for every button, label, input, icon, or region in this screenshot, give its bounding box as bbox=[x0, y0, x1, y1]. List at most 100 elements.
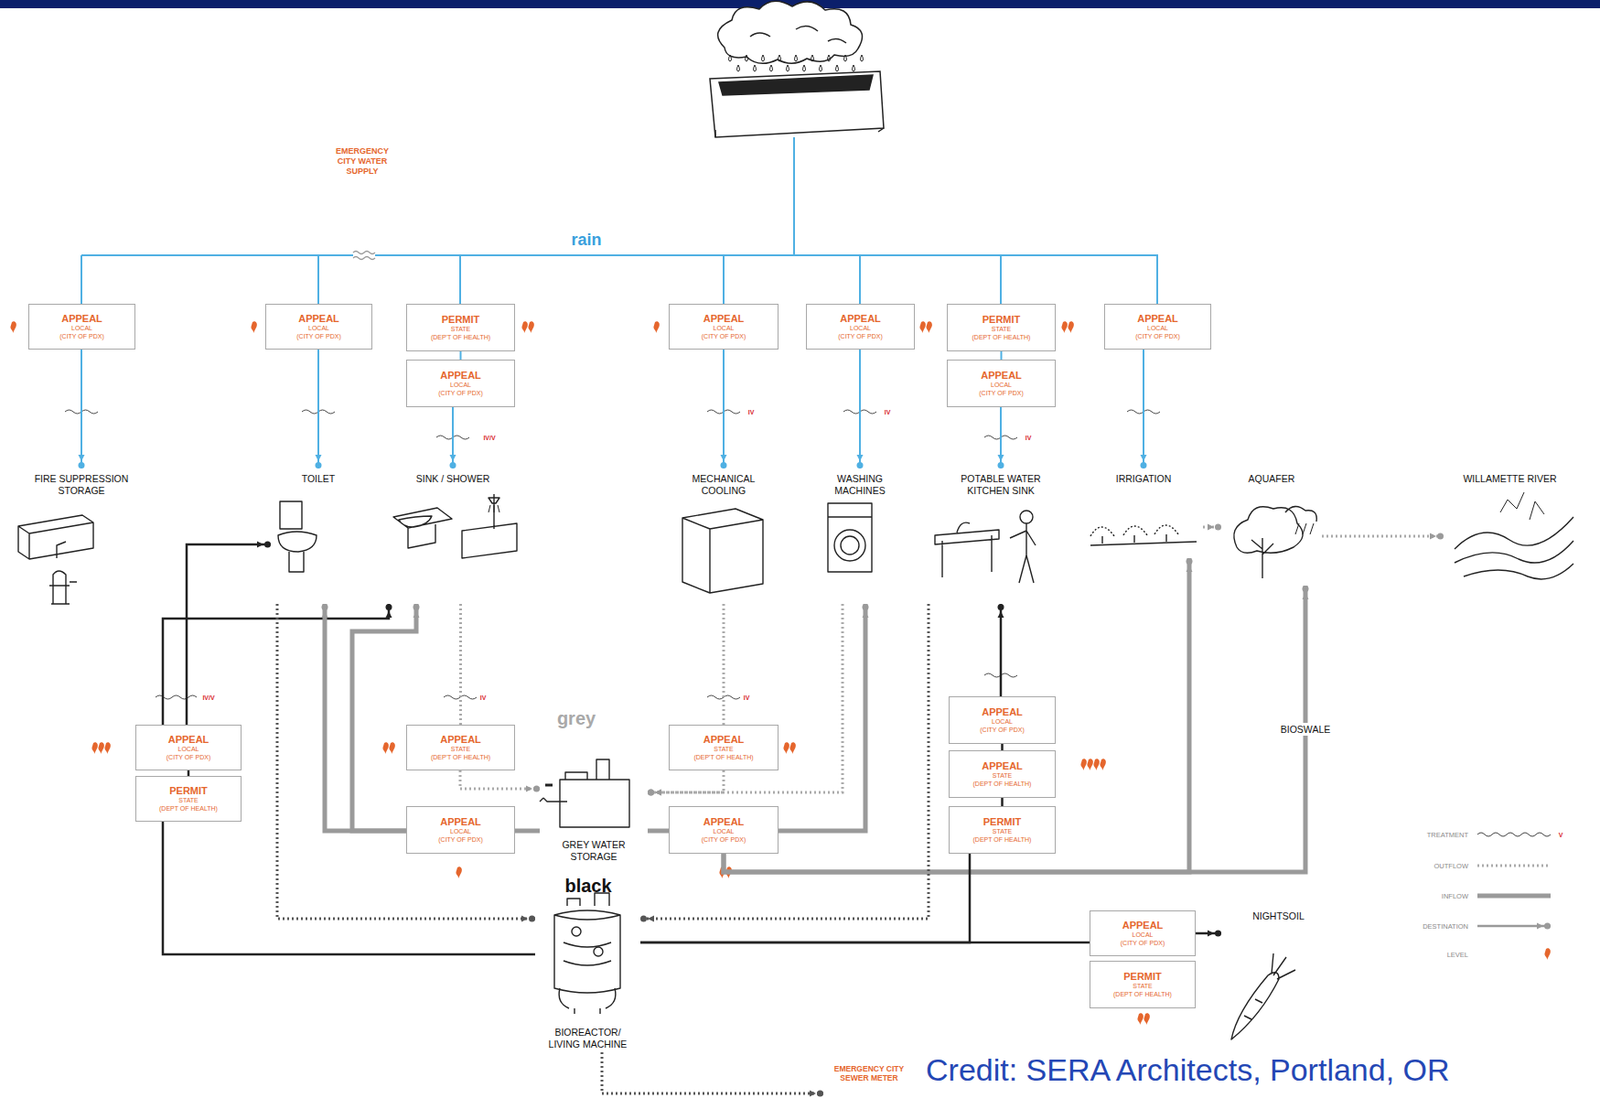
box-heading: APPEAL bbox=[61, 312, 103, 325]
treatment-level: IV bbox=[480, 694, 487, 701]
fixture-label: BIOREACTOR/ LIVING MACHINE bbox=[539, 1026, 636, 1050]
pipe-connector bbox=[601, 1052, 824, 1094]
fixture-label: IRRIGATION bbox=[1116, 472, 1171, 485]
permit-box: APPEALLOCAL(CITY OF PDX) bbox=[805, 303, 915, 350]
pipe-connector bbox=[1000, 351, 1003, 360]
pipe-connector bbox=[640, 603, 929, 919]
treatment-level: IV/V bbox=[202, 694, 215, 701]
rain-drop bbox=[737, 64, 741, 72]
permit-box: APPEALLOCAL(CITY OF PDX) bbox=[1104, 303, 1212, 350]
fixture-label: TOILET bbox=[301, 472, 336, 485]
permit-box: PERMITSTATE(DEP'T OF HEALTH) bbox=[406, 303, 516, 352]
fixture-node: TOILET bbox=[270, 468, 366, 604]
box-text: STATE bbox=[713, 745, 734, 754]
box-text: STATE bbox=[178, 796, 199, 806]
caption: Credit: SERA Architects, Portland, OR bbox=[925, 1052, 1450, 1088]
rain-drop bbox=[762, 54, 765, 62]
pipe-connector bbox=[324, 603, 407, 831]
treatment-level: IV bbox=[1025, 434, 1032, 441]
fixture-sketches bbox=[827, 503, 872, 572]
treatment-level: IV/V bbox=[483, 434, 495, 441]
fixture-sketches bbox=[571, 926, 581, 936]
pipe-connector bbox=[640, 941, 1090, 945]
pipe-connector bbox=[1000, 797, 1004, 806]
pipe-connector bbox=[1195, 932, 1222, 935]
fixture-sketches bbox=[1090, 525, 1179, 537]
permit-box: APPEALLOCAL(CITY OF PDX) bbox=[265, 303, 373, 350]
box-text: (DEPT OF HEALTH) bbox=[973, 836, 1032, 845]
flow-label: rain bbox=[570, 230, 602, 250]
treatment-level: IV bbox=[748, 408, 755, 416]
rain-drop bbox=[770, 64, 774, 72]
box-heading: APPEAL bbox=[703, 816, 745, 828]
fixture-sketches bbox=[18, 492, 1574, 1040]
permit-box: APPEALLOCAL(CITY OF PDX) bbox=[135, 724, 242, 771]
legend-sample bbox=[1544, 947, 1550, 960]
level-marker bbox=[1067, 321, 1074, 333]
level-marker bbox=[1099, 758, 1106, 771]
fixture-label: GREY WATER STORAGE bbox=[552, 838, 635, 862]
box-heading: APPEAL bbox=[981, 760, 1023, 773]
rain-planter bbox=[709, 71, 884, 138]
pipe-connector bbox=[515, 828, 540, 834]
rain-drop bbox=[852, 64, 856, 72]
permit-box: APPEALSTATE(DEP'T OF HEALTH) bbox=[668, 724, 779, 771]
permit-box: APPEALLOCAL(CITY OF PDX) bbox=[668, 303, 779, 350]
legend-text: DESTINATION bbox=[1422, 922, 1469, 931]
fixture-label: FIRE SUPPRESSION STORAGE bbox=[21, 472, 141, 496]
box-text: STATE bbox=[991, 325, 1012, 334]
rain-planter bbox=[729, 54, 864, 72]
legend-text: OUTFLOW bbox=[1434, 861, 1470, 870]
fixture-label: POTABLE WATER KITCHEN SINK bbox=[950, 472, 1052, 496]
box-heading: APPEAL bbox=[298, 312, 340, 325]
box-text: (DEPT OF HEALTH) bbox=[1113, 990, 1172, 999]
level-marker bbox=[783, 741, 789, 754]
fixture-node: NIGHTSOIL bbox=[1221, 905, 1336, 1048]
fixture-sketches bbox=[18, 515, 94, 559]
pipe-connector bbox=[647, 603, 843, 793]
box-text: (CITY OF PDX) bbox=[837, 332, 882, 342]
level-marker bbox=[104, 741, 110, 754]
fixture-sketches bbox=[558, 942, 616, 1014]
pipe-connector bbox=[80, 349, 83, 469]
box-heading: APPEAL bbox=[839, 312, 881, 325]
pipe-connector bbox=[459, 603, 462, 725]
rain-drop bbox=[827, 54, 831, 62]
level-marker bbox=[1086, 758, 1093, 771]
fixture-label: WASHING MACHINES bbox=[818, 472, 902, 496]
box-text: LOCAL bbox=[991, 718, 1013, 727]
fixture-sketches bbox=[840, 536, 860, 555]
pipe-connector bbox=[1202, 526, 1222, 529]
box-heading: PERMIT bbox=[169, 784, 208, 797]
box-text: (CITY OF PDX) bbox=[978, 389, 1023, 398]
box-text: (DEP'T OF HEALTH) bbox=[693, 753, 753, 763]
fixture-sketches bbox=[1295, 523, 1314, 535]
rain-planter bbox=[750, 25, 847, 43]
fixture-sketches bbox=[545, 783, 553, 787]
box-text: (DEPT OF HEALTH) bbox=[159, 805, 218, 814]
rain-planter bbox=[718, 0, 863, 64]
level-marker bbox=[388, 741, 395, 754]
box-text: (CITY OF PDX) bbox=[979, 726, 1024, 735]
legend-text: LEVEL bbox=[1447, 950, 1469, 959]
emergency-supply-break bbox=[353, 248, 376, 262]
emergency-supply-break bbox=[353, 251, 376, 260]
pipe-connector bbox=[460, 770, 540, 789]
pipe-connector bbox=[723, 585, 1306, 872]
box-text: (DEP'T OF HEALTH) bbox=[430, 753, 491, 763]
box-text: (CITY OF PDX) bbox=[1120, 939, 1165, 948]
fixture-sketches bbox=[278, 501, 317, 572]
level-marker bbox=[925, 321, 932, 333]
flow-label: black bbox=[564, 875, 612, 897]
pipe-connector bbox=[162, 821, 536, 955]
fixture-node: EMERGENCY CITY SEWER METER bbox=[823, 1059, 915, 1106]
pipe-connector bbox=[647, 828, 669, 834]
pipe-connector bbox=[277, 603, 536, 919]
level-marker bbox=[250, 321, 257, 333]
pipe-connector bbox=[451, 407, 454, 469]
fixture-sketches bbox=[461, 493, 517, 559]
rain-drop bbox=[860, 54, 864, 62]
rain-drop bbox=[844, 54, 848, 62]
fixture-node: MECHANICAL COOLING bbox=[673, 468, 774, 604]
